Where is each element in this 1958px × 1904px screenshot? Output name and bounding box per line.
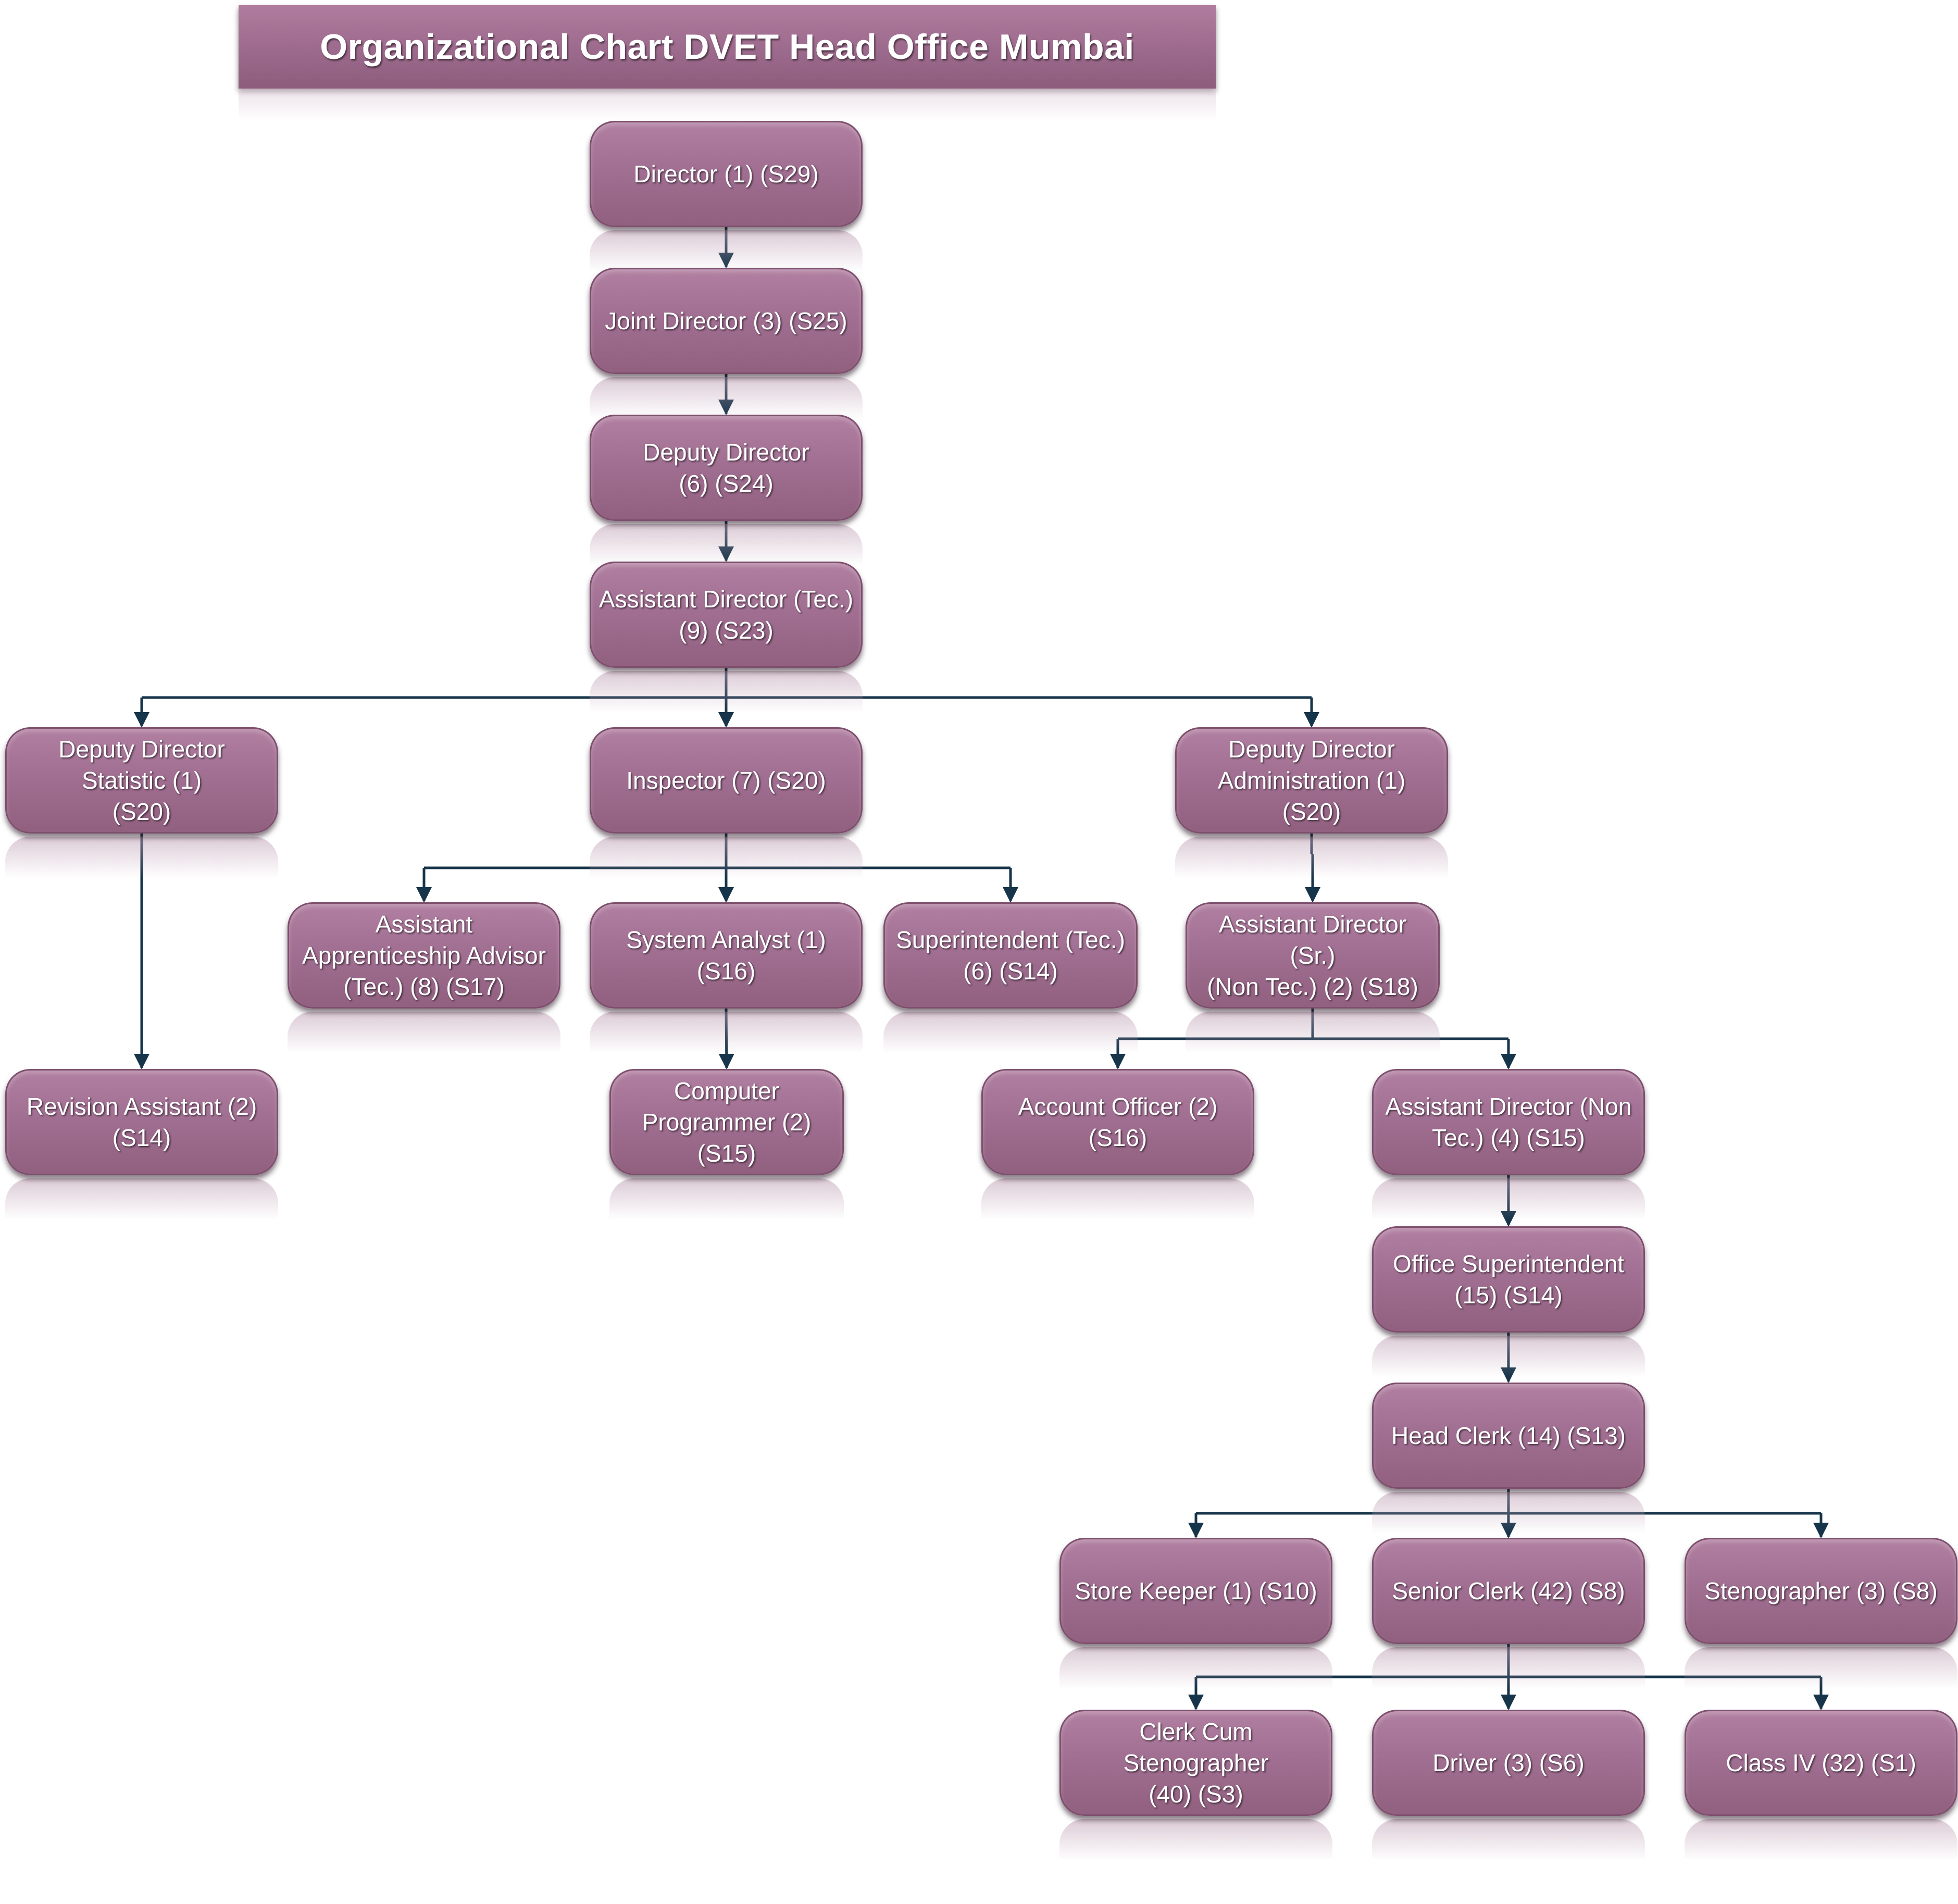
- director-reflection: [590, 230, 863, 272]
- node-class-iv: Class IV (32) (S1): [1685, 1710, 1957, 1816]
- node-label: Stenographer (3) (S8): [1704, 1577, 1938, 1604]
- node-senior-clerk: Senior Clerk (42) (S8): [1372, 1538, 1645, 1644]
- node-label: Head Clerk (14) (S13): [1391, 1422, 1626, 1449]
- node-account-officer: Account Officer (2) (S16): [981, 1069, 1254, 1175]
- deputy-director-statistic-reflection: [5, 837, 278, 878]
- inspector-reflection: [590, 837, 863, 878]
- node-label: Store Keeper (1) (S10): [1075, 1577, 1317, 1604]
- node-label: Superintendent (Tec.)(6) (S14): [896, 926, 1125, 985]
- senior-clerk-reflection: [1372, 1647, 1645, 1689]
- node-label: Account Officer (2) (S16): [1018, 1093, 1218, 1151]
- node-label: Office Superintendent(15) (S14): [1392, 1250, 1625, 1309]
- node-superintendent-tec: Superintendent (Tec.)(6) (S14): [883, 902, 1138, 1009]
- assistant-director-non-tec-reflection: [1372, 1178, 1645, 1220]
- clerk-cum-stenographer-reflection: [1059, 1819, 1332, 1861]
- assistant-director-sr-reflection: [1186, 1012, 1440, 1053]
- account-officer-reflection: [981, 1178, 1254, 1220]
- node-assistant-director-tec: Assistant Director (Tec.)(9) (S23): [590, 562, 863, 668]
- node-label: Senior Clerk (42) (S8): [1392, 1577, 1625, 1604]
- node-deputy-director: Deputy Director(6) (S24): [590, 415, 863, 521]
- node-label: Joint Director (3) (S25): [605, 307, 847, 334]
- node-label: Assistant Director (Sr.)(Non Tec.) (2) (…: [1207, 911, 1418, 1000]
- node-assistant-director-sr: Assistant Director (Sr.)(Non Tec.) (2) (…: [1186, 902, 1440, 1009]
- chart-title: Organizational Chart DVET Head Office Mu…: [239, 5, 1216, 89]
- joint-director-reflection: [590, 377, 863, 419]
- node-label: Clerk Cum Stenographer(40) (S3): [1123, 1718, 1269, 1808]
- node-store-keeper: Store Keeper (1) (S10): [1059, 1538, 1332, 1644]
- office-superintendent-reflection: [1372, 1336, 1645, 1377]
- node-head-clerk: Head Clerk (14) (S13): [1372, 1383, 1645, 1489]
- store-keeper-reflection: [1059, 1647, 1332, 1689]
- stenographer-reflection: [1685, 1647, 1957, 1689]
- computer-programmer-reflection: [609, 1178, 844, 1220]
- head-clerk-reflection: [1372, 1492, 1645, 1534]
- superintendent-tec-reflection: [883, 1012, 1138, 1053]
- node-label: Inspector (7) (S20): [626, 767, 826, 794]
- deputy-director-reflection: [590, 524, 863, 566]
- node-revision-assistant: Revision Assistant (2)(S14): [5, 1069, 278, 1175]
- node-stenographer: Stenographer (3) (S8): [1685, 1538, 1957, 1644]
- node-label: Class IV (32) (S1): [1726, 1749, 1916, 1776]
- node-label: Deputy Director(6) (S24): [643, 439, 809, 497]
- assistant-director-tec-reflection: [590, 671, 863, 713]
- node-label: Revision Assistant (2)(S14): [26, 1093, 257, 1151]
- node-clerk-cum-stenographer: Clerk Cum Stenographer(40) (S3): [1059, 1710, 1332, 1816]
- node-office-superintendent: Office Superintendent(15) (S14): [1372, 1226, 1645, 1333]
- deputy-director-administration-reflection: [1175, 837, 1448, 878]
- node-label: System Analyst (1)(S16): [626, 926, 826, 985]
- node-director: Director (1) (S29): [590, 121, 863, 227]
- node-label: Driver (3) (S6): [1432, 1749, 1585, 1776]
- node-inspector: Inspector (7) (S20): [590, 727, 863, 833]
- system-analyst-reflection: [590, 1012, 863, 1053]
- node-label: Assistant Director (Tec.)(9) (S23): [598, 586, 854, 644]
- node-system-analyst: System Analyst (1)(S16): [590, 902, 863, 1009]
- node-joint-director: Joint Director (3) (S25): [590, 268, 863, 374]
- node-driver: Driver (3) (S6): [1372, 1710, 1645, 1816]
- class-iv-reflection: [1685, 1819, 1957, 1861]
- node-label: Director (1) (S29): [633, 160, 819, 188]
- driver-reflection: [1372, 1819, 1645, 1861]
- revision-assistant-reflection: [5, 1178, 278, 1220]
- title-reflection: [239, 89, 1216, 120]
- assistant-apprenticeship-advisor-reflection: [288, 1012, 560, 1053]
